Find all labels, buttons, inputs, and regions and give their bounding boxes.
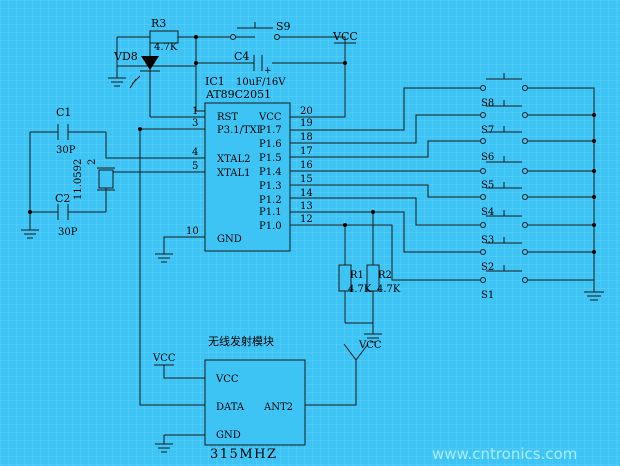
svg-text:P1.7: P1.7 [259,125,282,136]
vcc-top: VCC [332,30,358,44]
r1-label: R1 [350,270,364,281]
svg-text:S1: S1 [481,290,494,301]
svg-text:12: 12 [300,214,313,225]
r1-value: 4.7K [348,284,372,295]
c2-label: C2 [55,192,70,205]
c4-plus: + [264,66,272,76]
svg-text:16: 16 [300,160,313,171]
svg-text:20: 20 [300,106,313,117]
watermark: www.cntronics.com [432,445,577,463]
svg-text:S4: S4 [481,207,494,218]
svg-text:13: 13 [300,201,313,212]
r3-resistor: R3 4.7K [149,17,179,53]
switch-s2: S2 [480,237,528,273]
switch-s8: S8 [480,73,528,109]
vcc-top-label: VCC [332,30,358,43]
module-freq: 315MHZ [210,447,278,462]
module-pin-data: DATA [216,402,245,413]
switch-bank: S8 S7 S6 S5 S4 S3 S2 [480,73,528,301]
svg-text:S6: S6 [481,152,494,163]
rf-module: 无线发射模块 VCC DATA GND ANT2 315MHZ VCC VCC [138,127,382,462]
c4-capacitor: C4 + [234,50,272,76]
svg-text:10: 10 [186,226,199,237]
ic1-part: AT89C2051 [205,88,271,101]
svg-text:P1.5: P1.5 [259,153,282,164]
svg-text:RST: RST [217,112,238,123]
ic1-chip: IC1 10uF/16V AT89C2051 1 RST 3 P3.1/TXI … [140,75,313,252]
svg-text:18: 18 [300,132,313,143]
r3-value: 4.7K [154,42,178,53]
r2-label: R2 [378,270,392,281]
module-pin-gnd: GND [216,430,241,441]
module-title: 无线发射模块 [208,334,274,348]
crystal-pin: 2 [87,159,98,165]
switch-s1: S1 [480,265,528,301]
svg-text:S3: S3 [481,235,494,246]
module-pin-vcc: VCC [215,374,239,385]
s9-label: S9 [276,20,291,33]
module-ant: ANT2 [263,402,293,413]
svg-text:P1.2: P1.2 [259,195,282,206]
svg-text:3: 3 [192,118,198,129]
pulldown-resistors: R1 4.7K R2 4.7K [338,210,401,343]
c1-value: 30P [56,145,76,156]
svg-text:S7: S7 [481,125,494,136]
c1-label: C1 [56,106,71,119]
crystal-section: C1 30P C2 30P 2 11.0592 [21,106,182,239]
c4-value: 10uF/16V [236,77,286,88]
vd8-led: VD8 [113,41,160,98]
svg-text:XTAL1: XTAL1 [217,168,250,179]
svg-text:4: 4 [192,147,198,158]
svg-text:S2: S2 [481,262,494,273]
switch-wires [290,87,604,301]
svg-text:P1.1: P1.1 [259,207,282,218]
s9-switch: S9 [230,20,291,40]
svg-text:GND: GND [217,234,242,245]
svg-text:P1.0: P1.0 [259,221,282,232]
svg-text:5: 5 [192,161,198,172]
vcc-ant-label: VCC [358,340,382,351]
svg-text:P1.4: P1.4 [259,167,282,178]
svg-text:S5: S5 [481,180,494,191]
svg-text:P1.3: P1.3 [259,181,282,192]
svg-text:17: 17 [300,146,313,157]
switch-s3: S3 [480,210,528,246]
r2-value: 4.7K [377,284,401,295]
svg-text:14: 14 [300,188,313,199]
vcc-module-label: VCC [152,353,176,364]
c2-value: 30P [58,227,78,238]
svg-text:15: 15 [300,174,313,185]
c4-label: C4 [234,50,249,63]
switch-s7: S7 [480,100,528,136]
r3-label: R3 [151,17,166,30]
switch-s6: S6 [480,126,528,163]
switch-s4: S4 [480,182,528,218]
svg-text:1: 1 [192,106,198,117]
svg-text:VCC: VCC [258,112,282,123]
svg-text:XTAL2: XTAL2 [217,154,250,165]
ic1-ref: IC1 [205,75,225,88]
crystal-value: 11.0592 [73,159,84,200]
svg-text:P3.1/TXI: P3.1/TXI [217,125,261,136]
svg-text:19: 19 [300,118,313,129]
svg-text:S8: S8 [481,98,494,109]
svg-text:P1.6: P1.6 [259,139,282,150]
switch-s5: S5 [480,156,528,191]
reset-network [108,35,347,118]
ic-ground [155,236,182,263]
vd8-label: VD8 [113,50,138,63]
